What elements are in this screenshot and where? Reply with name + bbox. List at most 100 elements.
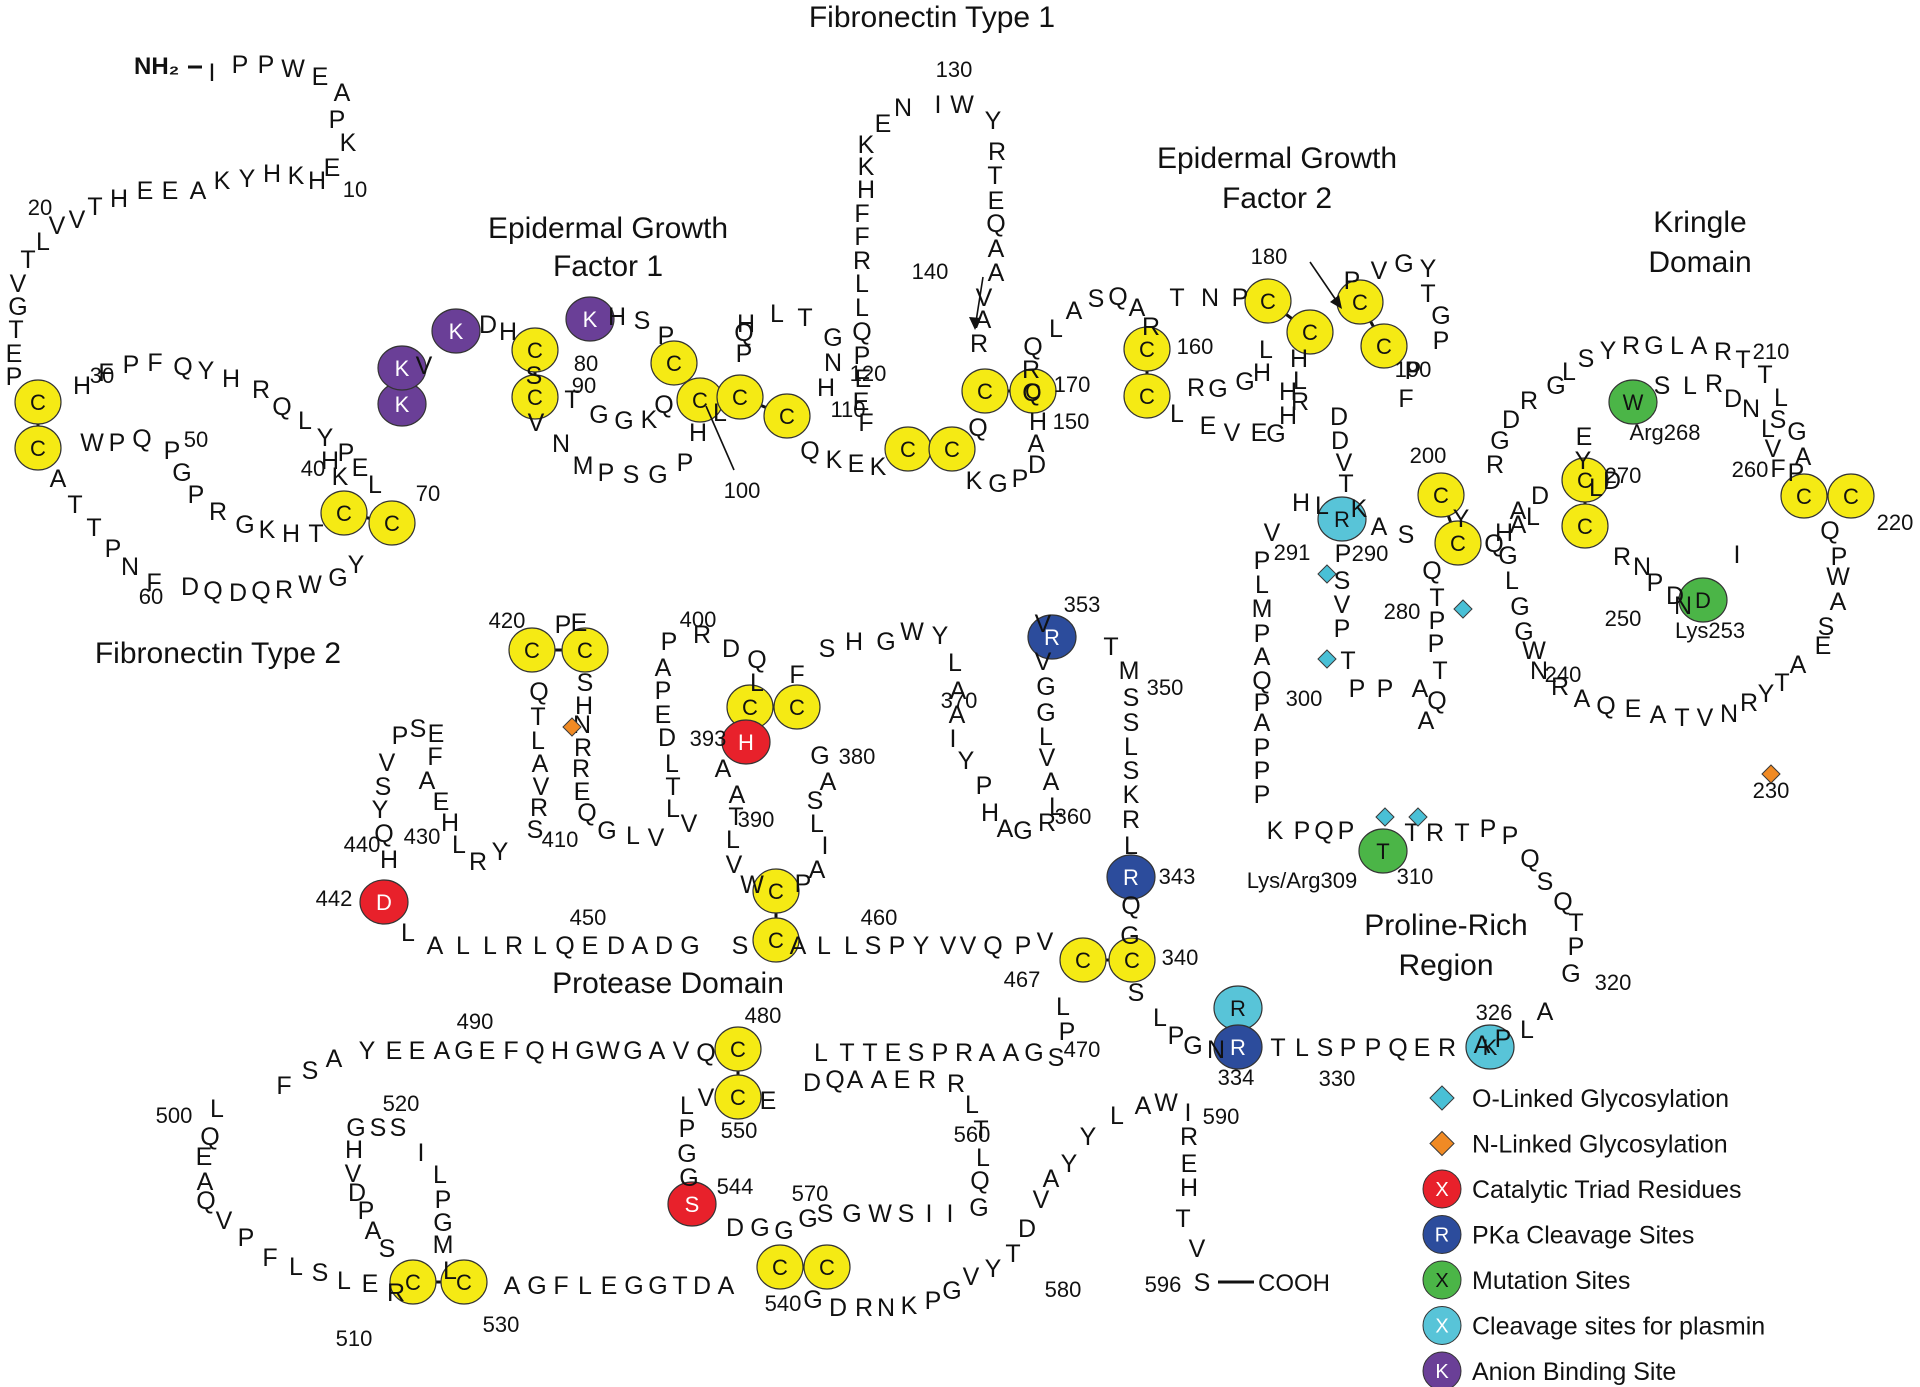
residue-letter: S — [1334, 567, 1351, 595]
residue-letter: L — [1774, 384, 1788, 412]
residue-letter: R — [1705, 370, 1723, 398]
residue-letter: D — [1018, 1215, 1036, 1243]
residue-letter: R — [574, 734, 592, 762]
residue-letter: P — [976, 772, 993, 800]
residue-letter: G — [1561, 960, 1580, 988]
residue-letter: T — [1454, 819, 1469, 847]
residue-circles — [14, 278, 1875, 1305]
residue-letter: G — [942, 1277, 961, 1305]
residue-letter: P — [555, 611, 572, 639]
residue-letter: P — [109, 429, 126, 457]
residue-letter: K — [259, 516, 276, 544]
residue-letter: V — [1264, 519, 1281, 547]
legend-label: PKa Cleavage Sites — [1472, 1222, 1694, 1250]
residue-letter: A — [820, 768, 837, 796]
residue-letter: P — [1015, 932, 1032, 960]
residue-letter: N — [1530, 657, 1548, 685]
residue-letter: L — [1110, 1102, 1124, 1130]
residue-letter: A — [1003, 1039, 1020, 1067]
residue-letter: H — [321, 447, 339, 475]
residue-letter: P — [1344, 267, 1361, 295]
residue-letter: K — [826, 446, 843, 474]
residue-letter: Y — [1420, 255, 1437, 283]
residue-letter: D — [1028, 451, 1046, 479]
residue-letter: L — [1056, 993, 1070, 1021]
position-number: 130 — [936, 57, 973, 82]
residue-letter: P — [238, 1224, 255, 1252]
legend-item-n-glyco: N-Linked Glycosylation — [1429, 1131, 1728, 1159]
cysteine-residue-letter: C — [1352, 290, 1368, 315]
residue-letter: E — [855, 365, 872, 393]
cysteine-residue-letter: C — [1450, 531, 1466, 556]
residue-letter: W — [298, 571, 322, 599]
residue-letter: K — [641, 406, 658, 434]
residue-letter: D — [1531, 482, 1549, 510]
residue-letter: T — [1338, 470, 1353, 498]
residue-letter: T — [20, 246, 35, 274]
residue-letter: E — [479, 1037, 496, 1065]
residue-letter: L — [289, 1253, 303, 1281]
position-number: 380 — [839, 744, 876, 769]
residue-letter: G — [1514, 618, 1533, 646]
residue-letter: P — [188, 481, 205, 509]
residue-letter: P — [655, 677, 672, 705]
residue-letter: V — [963, 1263, 980, 1291]
residue-letter: S — [817, 1200, 834, 1228]
residue-letter: A — [1135, 1092, 1152, 1120]
residue-letter: Q — [1520, 845, 1539, 873]
residue-letter: L — [817, 932, 831, 960]
cysteine-residue-letter: C — [1025, 379, 1041, 404]
residue-letter: S — [732, 932, 749, 960]
residue-letter: L — [665, 750, 679, 778]
position-number: 330 — [1319, 1066, 1356, 1091]
residue-letter: E — [760, 1087, 777, 1115]
residue-letter: F — [858, 409, 873, 437]
residue-letter: M — [573, 452, 594, 480]
residue-letter: H — [308, 167, 326, 195]
residue-letter: P — [1012, 465, 1029, 493]
residue-letter: P — [1647, 569, 1664, 597]
legend-symbol: K — [1435, 1361, 1449, 1383]
position-number: 560 — [954, 1122, 991, 1147]
legend-item-o-glyco: O-Linked Glycosylation — [1429, 1085, 1729, 1113]
cysteine-residue-letter: C — [1260, 289, 1276, 314]
residue-letter: Q — [800, 437, 819, 465]
residue-letter: S — [577, 669, 594, 697]
cysteine-residue-marker — [1059, 937, 1107, 983]
residue-letter: H — [1279, 378, 1297, 406]
residue-letter: G — [1510, 593, 1529, 621]
legend-swatch — [1422, 1169, 1462, 1209]
position-number: 450 — [570, 905, 607, 930]
residue-letter: R — [1291, 388, 1309, 416]
residue-letter: S — [1654, 372, 1671, 400]
anion-binding-residue-letter: K — [583, 307, 598, 332]
position-number: 430 — [404, 824, 441, 849]
mutation-residue-letter: D — [1695, 588, 1711, 613]
residue-letter: L — [1255, 571, 1269, 599]
residue-letter: P — [795, 870, 812, 898]
residue-letter: L — [1170, 400, 1184, 428]
residue-letter: R — [1714, 338, 1732, 366]
residue-letter: P — [1349, 675, 1366, 703]
residue-letter: Y — [1600, 337, 1617, 365]
residue-letter: G — [969, 1194, 988, 1222]
residue-letter: S — [379, 1235, 396, 1263]
residue-letter: D — [229, 579, 247, 607]
residue-letter: V — [1189, 1235, 1206, 1263]
position-number: 420 — [489, 608, 526, 633]
residue-letter: L — [298, 407, 312, 435]
residue-letter: L — [1589, 474, 1603, 502]
cysteine-residue-letter: C — [1302, 320, 1318, 345]
residue-letter: S — [410, 715, 427, 743]
residue-letter: N — [894, 94, 912, 122]
residue-letter: G — [677, 1140, 696, 1168]
catalytic-residue-letter: H — [738, 730, 754, 755]
residue-letter: R — [947, 1070, 965, 1098]
anion-binding-residue-marker — [431, 308, 481, 354]
o-glycosylation-marker — [1317, 564, 1337, 584]
residue-letter: L — [713, 399, 727, 427]
glycosylation-markers — [562, 564, 1781, 827]
residue-letter: K — [340, 129, 357, 157]
cysteine-residue-marker — [1108, 937, 1156, 983]
